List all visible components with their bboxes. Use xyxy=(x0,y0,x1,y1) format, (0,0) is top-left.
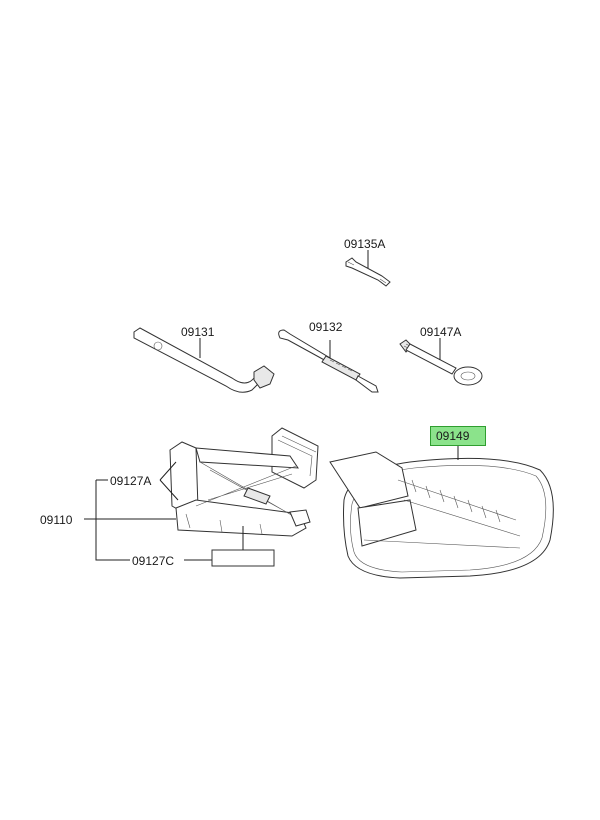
part-label-09147a[interactable]: 09147A xyxy=(420,325,462,339)
screwdriver-part[interactable] xyxy=(278,329,379,393)
tow-eye-part[interactable] xyxy=(399,339,483,386)
part-label-09149-highlight[interactable]: 09149 xyxy=(430,426,486,446)
tool-tray-part[interactable] xyxy=(329,451,554,579)
part-label-09135a[interactable]: 09135A xyxy=(344,237,386,251)
part-label-09127c[interactable]: 09127C xyxy=(132,554,175,568)
part-label-09110[interactable]: 09110 xyxy=(40,513,73,527)
wrench-part[interactable] xyxy=(345,257,391,287)
part-label-09132[interactable]: 09132 xyxy=(309,320,343,334)
part-label-09127a[interactable]: 09127A xyxy=(110,474,152,488)
part-label-09131[interactable]: 09131 xyxy=(181,325,215,339)
part-label-09149: 09149 xyxy=(436,429,470,443)
lug-wrench-part[interactable] xyxy=(133,327,275,393)
jack-part[interactable] xyxy=(169,427,319,537)
